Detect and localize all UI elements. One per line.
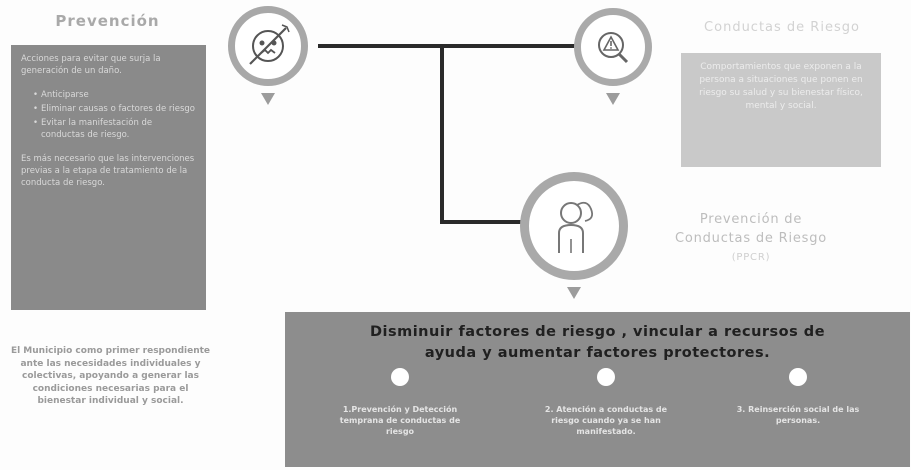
no-risk-icon — [249, 24, 290, 65]
program-pin-tail — [567, 287, 581, 299]
objectives-band: Disminuir factores de riesgo , vincular … — [285, 312, 910, 467]
connector-top — [318, 44, 583, 48]
program-pin — [520, 172, 628, 280]
prevention-intro: Acciones para evitar que surja la genera… — [21, 54, 161, 76]
program-title-line2: Conductas de Riesgo — [674, 231, 828, 246]
person-brain-icon — [558, 201, 594, 253]
no-risk-pin — [228, 6, 308, 86]
prevention-bullet-list: Anticiparse Eliminar causas o factores d… — [21, 89, 196, 141]
objective-item: 1.Prevención y Detección temprana de con… — [339, 405, 461, 436]
objective-dot — [391, 368, 409, 386]
prevention-box: Acciones para evitar que surja la genera… — [11, 45, 206, 310]
risk-title: Conductas de Riesgo — [704, 20, 860, 35]
risk-pin-tail — [606, 93, 620, 105]
prevention-outro: Es más necesario que las intervenciones … — [21, 154, 195, 188]
objectives-title-line2: ayuda y aumentar factores protectores. — [424, 345, 771, 361]
program-acronym: (PPCR) — [731, 252, 771, 263]
risk-description-box: Comportamientos que exponen a la persona… — [681, 53, 881, 167]
prevention-title: Prevención — [55, 12, 160, 30]
prevention-bullet: Anticiparse — [33, 89, 196, 101]
program-title: Prevención de Conductas de Riesgo (PPCR) — [636, 210, 866, 267]
warning-magnifier-icon — [598, 32, 629, 64]
connector-bottom — [440, 220, 530, 224]
connector-vertical — [440, 44, 444, 224]
objective-item: 3. Reinserción social de las personas. — [736, 405, 860, 425]
objective-dot — [789, 368, 807, 386]
program-title-line1: Prevención de — [699, 212, 803, 227]
no-risk-pin-tail — [261, 93, 275, 105]
objectives-title: Disminuir factores de riesgo , vincular … — [285, 322, 910, 364]
risk-pin — [574, 8, 652, 86]
objective-dot — [597, 368, 615, 386]
objective-item: 2. Atención a conductas de riesgo cuando… — [544, 405, 668, 436]
objectives-title-line1: Disminuir factores de riesgo , vincular … — [369, 324, 826, 340]
prevention-bullet: Evitar la manifestación de conductas de … — [33, 117, 196, 141]
prevention-bullet: Eliminar causas o factores de riesgo — [33, 103, 196, 115]
municipality-note: El Municipio como primer respondiente an… — [10, 346, 211, 406]
